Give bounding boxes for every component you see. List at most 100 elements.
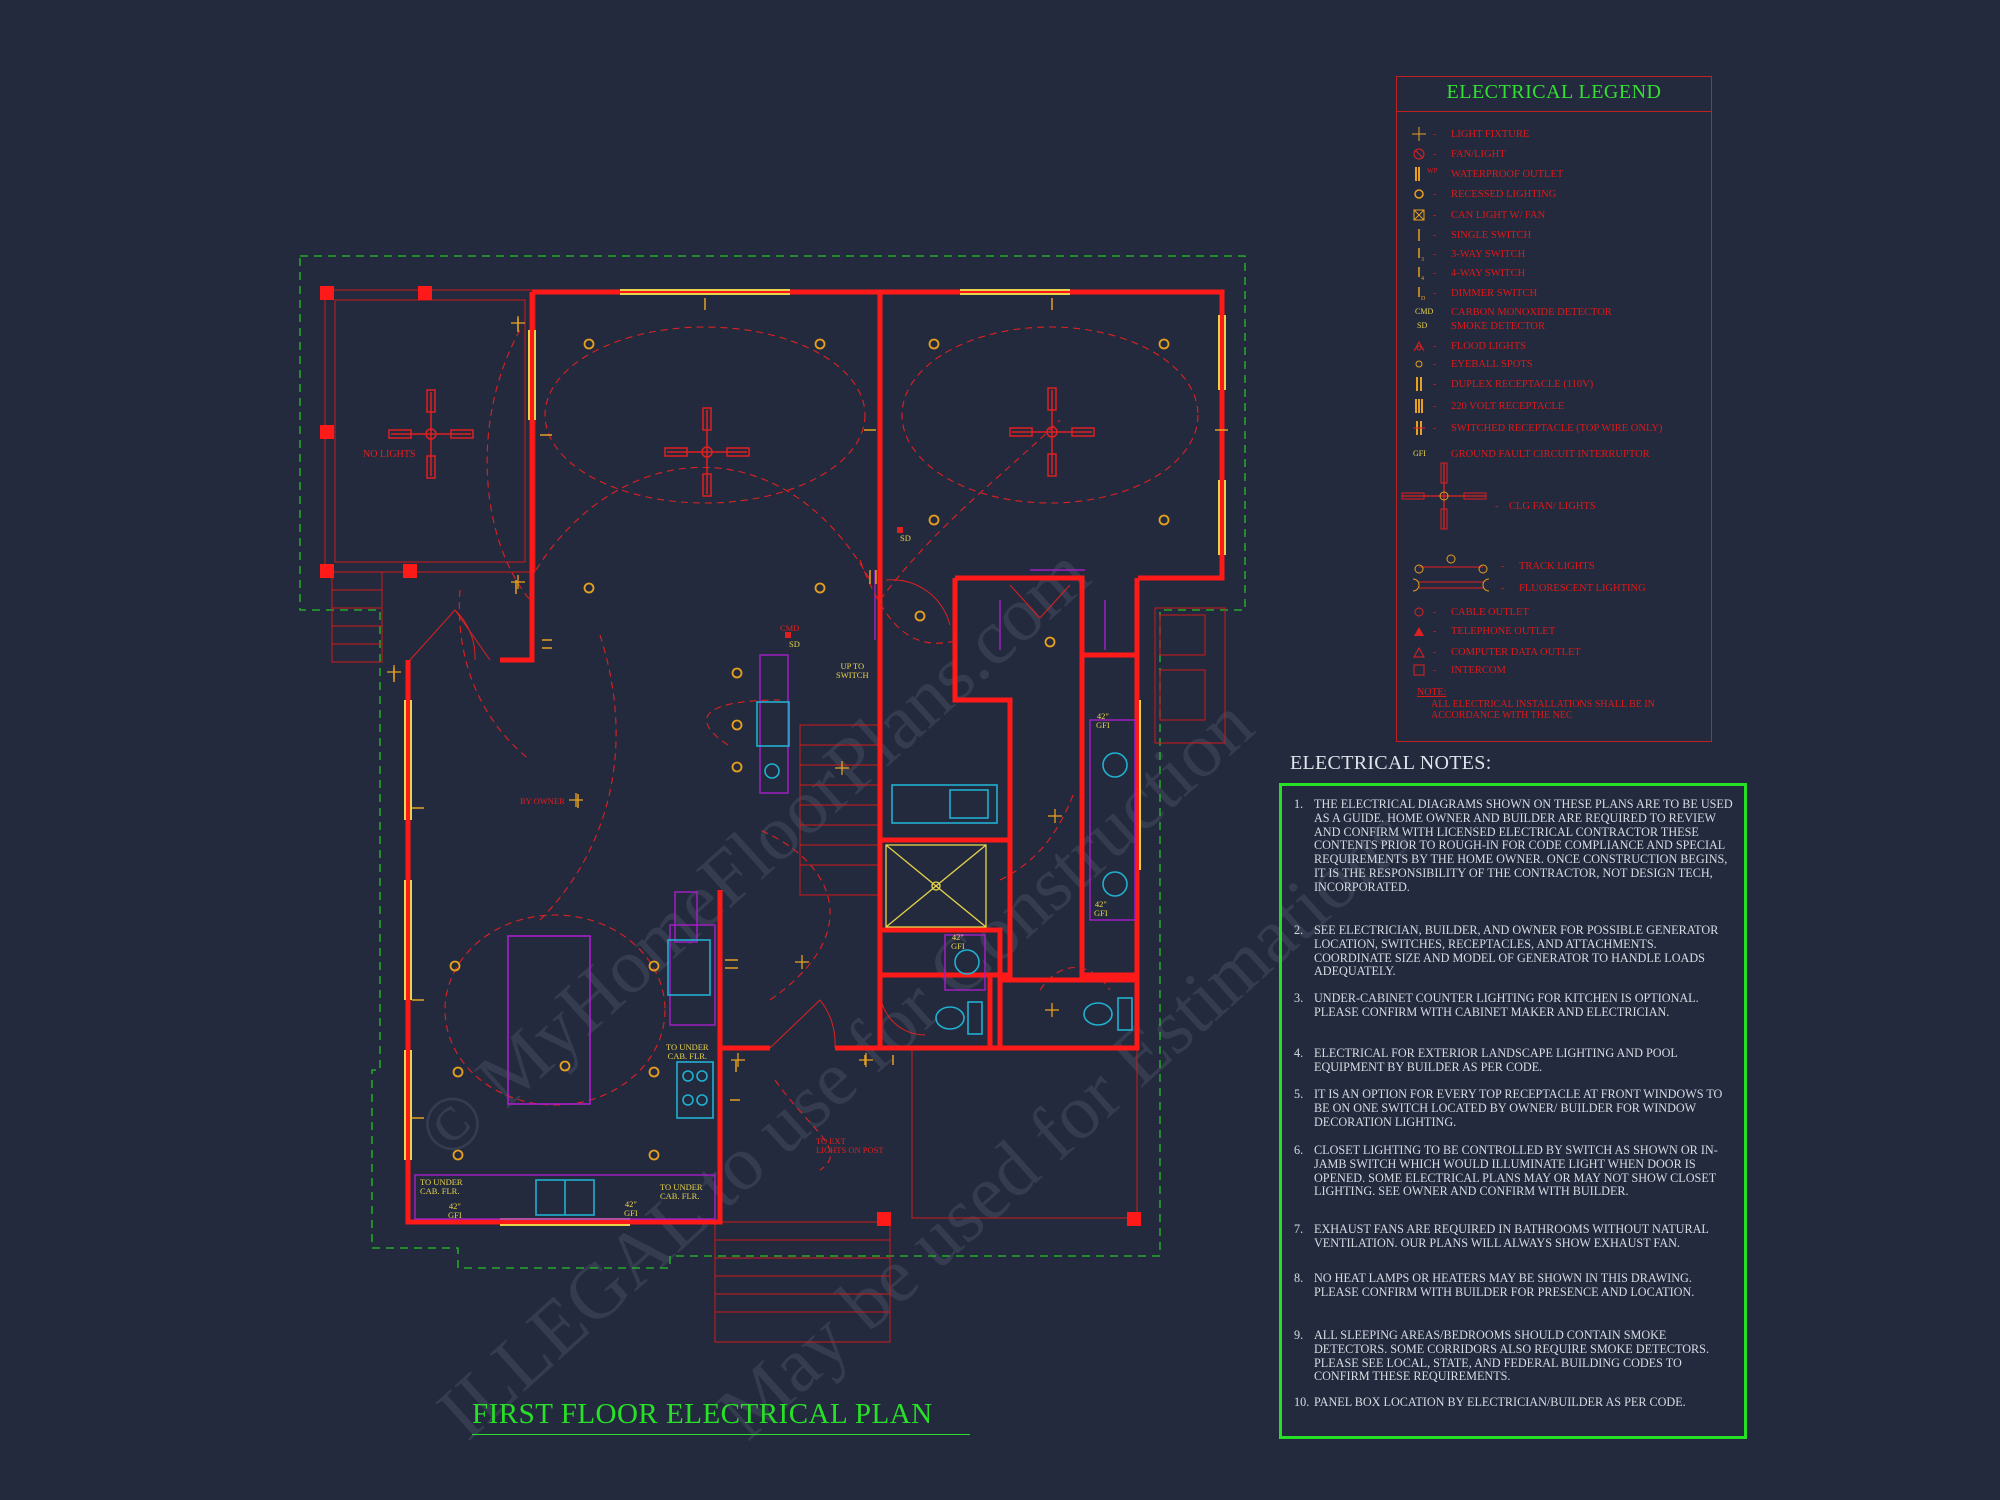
note-text: EXHAUST FANS ARE REQUIRED IN BATHROOMS W… — [1314, 1222, 1709, 1250]
legend-item-label: CLG FAN/ LIGHTS — [1509, 501, 1596, 512]
recessed-lights — [449, 338, 1170, 1161]
legend-dash: - — [1433, 249, 1437, 260]
switched-receptacle-icon — [1413, 421, 1425, 435]
legend-item-label: GROUND FAULT CIRCUIT INTERRUPTOR — [1451, 449, 1650, 460]
telephone-outlet-icon — [1414, 627, 1424, 636]
duplex-receptacle-icon — [1416, 377, 1422, 391]
legend-note-heading: NOTE: — [1417, 687, 1447, 698]
legend-wp-symbol: WP — [1427, 167, 1438, 175]
label-gfi-4: 42" GFI — [1096, 711, 1110, 730]
note-number: 4. — [1294, 1046, 1304, 1060]
note-text: UNDER-CABINET COUNTER LIGHTING FOR KITCH… — [1314, 991, 1699, 1019]
note-text: NO HEAT LAMPS OR HEATERS MAY BE SHOWN IN… — [1314, 1271, 1695, 1299]
kitchen-island — [507, 935, 591, 1105]
note-text: SEE ELECTRICIAN, BUILDER, AND OWNER FOR … — [1314, 923, 1719, 979]
legend-dash: - — [1433, 626, 1437, 637]
label-to-under-cab-1: TO UNDER CAB. FLR. — [666, 1042, 709, 1061]
label-gfi-3: 42" GFI — [951, 932, 965, 951]
note-text: IT IS AN OPTION FOR EVERY TOP RECEPTACLE… — [1314, 1087, 1723, 1129]
legend-dash: - — [1501, 561, 1505, 572]
plumbing-fixtures — [535, 701, 1133, 1216]
ceiling-fans — [388, 387, 1095, 497]
legend-item-label: DUPLEX RECEPTACLE (110V) — [1451, 379, 1594, 390]
recessed-light-icon — [1414, 189, 1424, 199]
electrical-legend: ELECTRICAL LEGEND - LIGHT FIXTURE - FAN/… — [1396, 76, 1712, 742]
legend-item-label: SWITCHED RECEPTACLE (TOP WIRE ONLY) — [1451, 423, 1663, 434]
note-number: 2. — [1294, 923, 1304, 937]
legend-dash: - — [1433, 268, 1437, 279]
light-fixture-icon — [1412, 127, 1426, 141]
legend-dash: - — [1495, 501, 1499, 512]
legend-dash: - — [1433, 665, 1437, 676]
legend-item-label: 3-WAY SWITCH — [1451, 249, 1526, 260]
legend-dash: - — [1433, 341, 1437, 352]
wall-fixtures — [387, 316, 1062, 1067]
legend-dash: - — [1433, 401, 1437, 412]
legend-dash: - — [1433, 607, 1437, 618]
roof-outline — [299, 255, 1246, 1269]
windows — [404, 289, 1226, 1226]
legend-dash: - — [1433, 288, 1437, 299]
legend-item-label: EYEBALL SPOTS — [1451, 359, 1533, 370]
legend-item-label: TELEPHONE OUTLET — [1451, 626, 1556, 637]
deck-lines — [324, 289, 1226, 1343]
dimmer-switch-icon: D — [1418, 287, 1426, 300]
flood-light-icon — [1413, 340, 1425, 352]
ceiling-fan-icon — [1401, 462, 1487, 530]
svg-text:4: 4 — [1421, 276, 1424, 280]
legend-dash: - — [1433, 359, 1437, 370]
note-text: ELECTRICAL FOR EXTERIOR LANDSCAPE LIGHTI… — [1314, 1046, 1678, 1074]
svg-text:D: D — [1421, 296, 1426, 300]
legend-item-label: INTERCOM — [1451, 665, 1506, 676]
plan-title: FIRST FLOOR ELECTRICAL PLAN — [472, 1398, 933, 1430]
note-number: 9. — [1294, 1328, 1304, 1342]
can-light-fan-icon — [1413, 209, 1425, 221]
notes-heading: ELECTRICAL NOTES: — [1290, 752, 1492, 774]
single-switch-icon — [1418, 229, 1420, 241]
label-up-to-switch: UP TO SWITCH — [836, 661, 869, 680]
receptacle-220-icon — [1415, 399, 1423, 413]
label-gfi-2: 42" GFI — [624, 1199, 638, 1218]
legend-dash: - — [1433, 423, 1437, 434]
fluorescent-icon — [1412, 578, 1490, 592]
legend-item-label: 4-WAY SWITCH — [1451, 268, 1526, 279]
legend-item-label: SMOKE DETECTOR — [1451, 321, 1546, 332]
switches — [393, 298, 1228, 1119]
three-way-switch-icon: 3 — [1418, 248, 1424, 261]
legend-item-label: SINGLE SWITCH — [1451, 230, 1532, 241]
note-number: 1. — [1294, 797, 1304, 811]
label-to-under-cab-3: TO UNDER CAB. FLR. — [660, 1182, 703, 1201]
legend-item-label: 220 VOLT RECEPTACLE — [1451, 401, 1565, 412]
shower — [885, 844, 987, 928]
computer-outlet-icon — [1413, 646, 1425, 658]
note-number: 6. — [1294, 1143, 1304, 1157]
cable-outlet-icon — [1414, 607, 1424, 617]
label-no-lights: NO LIGHTS — [363, 449, 416, 460]
legend-dash: - — [1501, 583, 1505, 594]
label-to-under-cab-2: TO UNDER CAB. FLR. — [420, 1177, 463, 1196]
label-gfi-1: 42" GFI — [448, 1201, 462, 1220]
legend-sd-symbol: SD — [1417, 321, 1428, 330]
legend-item-label: WATERPROOF OUTLET — [1451, 169, 1564, 180]
note-text: CLOSET LIGHTING TO BE CONTROLLED BY SWIT… — [1314, 1143, 1718, 1199]
legend-item-label: RECESSED LIGHTING — [1451, 189, 1557, 200]
legend-dash: - — [1433, 230, 1437, 241]
plan-title-underline — [472, 1434, 970, 1435]
legend-item-label: FLOOD LIGHTS — [1451, 341, 1526, 352]
label-gfi-5: 42" GFI — [1094, 899, 1108, 918]
label-cmd: CMD — [780, 623, 800, 633]
legend-divider — [1397, 111, 1711, 112]
legend-item-label: TRACK LIGHTS — [1519, 561, 1595, 572]
walls — [405, 289, 1225, 1225]
note-text: THE ELECTRICAL DIAGRAMS SHOWN ON THESE P… — [1314, 797, 1733, 894]
legend-dash: - — [1433, 379, 1437, 390]
legend-note-text: ALL ELECTRICAL INSTALLATIONS SHALL BE IN… — [1431, 699, 1655, 721]
label-sd-2: SD — [900, 533, 911, 543]
smoke-detectors — [785, 527, 903, 638]
electrical-notes: 1. THE ELECTRICAL DIAGRAMS SHOWN ON THESE… — [1279, 783, 1747, 1439]
legend-item-label: LIGHT FIXTURE — [1451, 129, 1530, 140]
note-number: 3. — [1294, 991, 1304, 1005]
legend-item-label: CAN LIGHT W/ FAN — [1451, 210, 1546, 221]
legend-dash: - — [1433, 647, 1437, 658]
